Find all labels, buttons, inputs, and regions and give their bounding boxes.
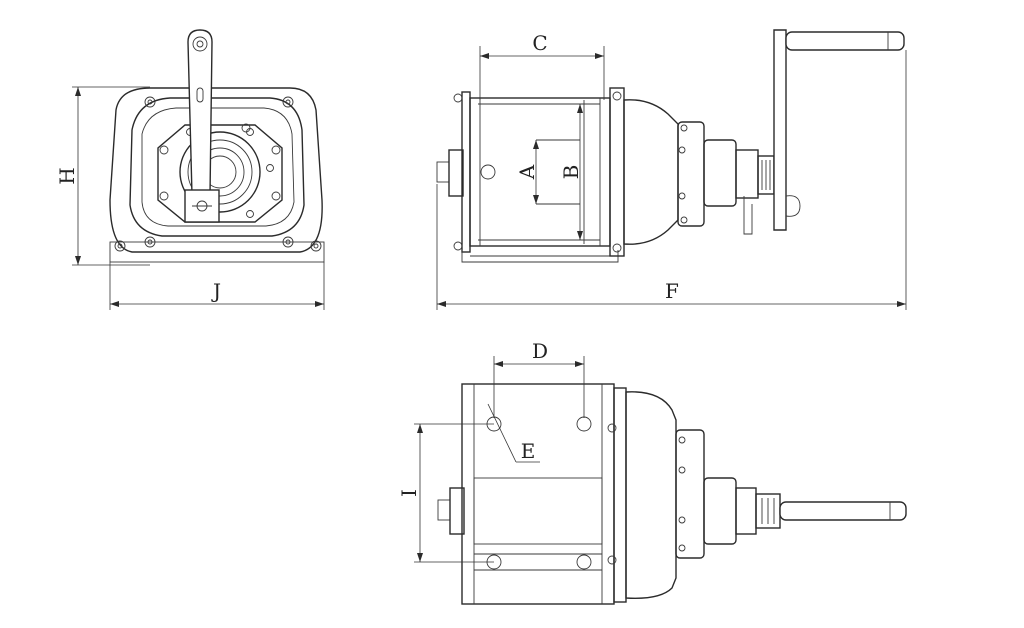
top-view-gearbox [625,391,677,599]
side-view-shaft-nub [436,161,450,183]
label-c: C [532,31,547,55]
label-b: B [559,165,583,180]
top-view: D E I [397,339,907,605]
top-view-hole-right [576,416,592,432]
front-view-crank-arm [187,29,213,196]
front-view-housing-bolts [159,123,281,218]
label-a: A [515,164,539,180]
side-view-shaft-collar [735,149,759,199]
side-view-drum-hole [480,164,496,180]
label-f: F [665,279,679,303]
front-view-flange [129,97,305,237]
side-view-gear-cover [677,121,705,227]
front-view-base-bolts [114,96,322,252]
front-view-crank-hole [192,36,208,52]
front-view-drum-inner [187,139,253,205]
side-view-right-flange [609,87,625,257]
dimension-c: C [479,31,605,100]
dimension-h: H [55,86,150,266]
side-view-shaft-housing [703,139,737,207]
side-view-left-bearing [448,149,464,197]
side-view: C A B F [436,29,907,310]
side-view-drum [469,97,611,247]
front-view-drum-housing [157,124,283,223]
dimension-j: J [109,262,325,310]
side-view-crank-arm [773,29,787,231]
dimension-e: E [487,403,540,463]
label-h: H [55,167,79,184]
top-view-shaft-nub [437,499,451,521]
front-view-base-foot [109,241,325,263]
label-j: J [211,279,221,303]
top-view-shaft-housing [703,477,737,545]
side-view-pawl [743,196,753,235]
dimension-a: A [515,140,539,204]
top-view-gear-cover [675,429,705,559]
front-view: H J [55,29,325,310]
dimension-d: D [493,339,585,418]
side-view-gearbox [623,99,679,245]
side-view-crank-grip [785,31,905,51]
label-e: E [521,439,536,463]
top-view-shaft-collar [735,487,757,535]
top-view-left-bearing [449,487,465,535]
front-view-crank-slot [196,87,204,103]
label-i: I [397,489,421,497]
label-d: D [532,339,548,363]
front-view-flange-inner [141,107,295,227]
dimension-i: I [397,423,494,563]
top-view-right-flange [613,387,627,603]
front-view-base-plate [109,87,323,253]
top-view-crank-grip [779,501,907,521]
front-view-drum [179,131,261,213]
dimension-f: F [436,50,907,310]
top-view-frame [461,383,615,605]
dimension-b: B [559,104,583,240]
top-view-drum [473,477,603,545]
